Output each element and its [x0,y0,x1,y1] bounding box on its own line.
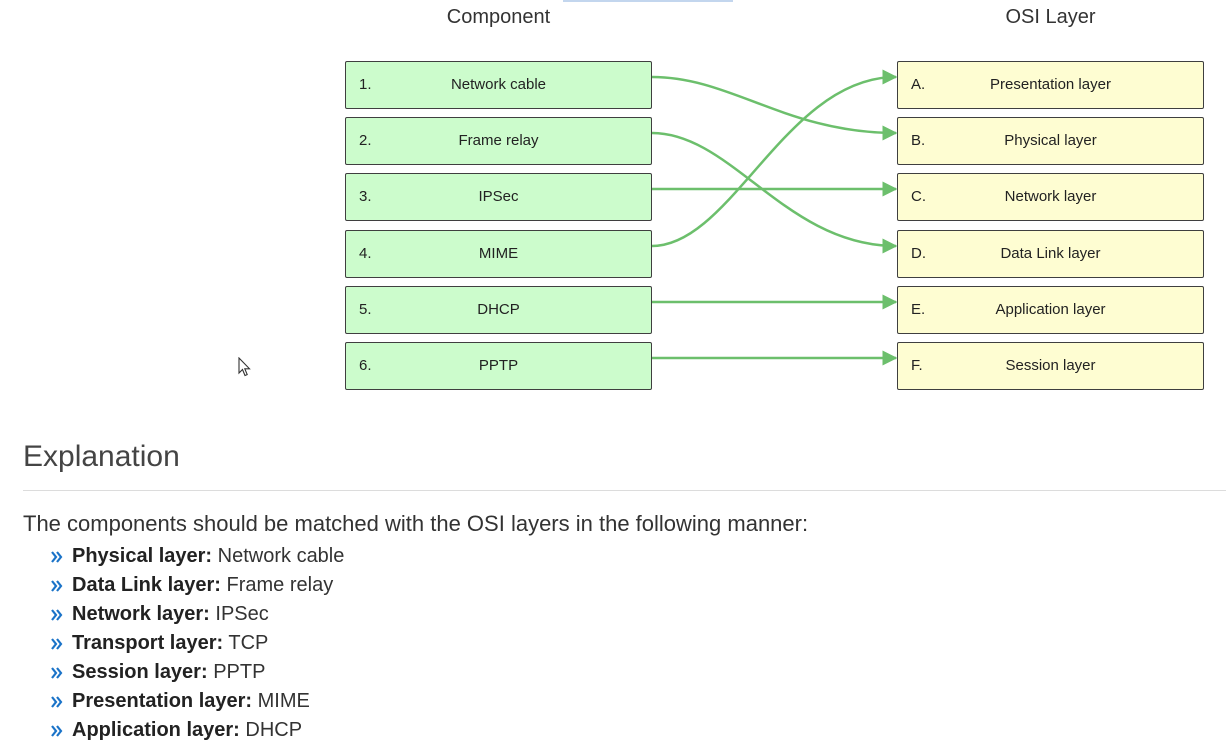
list-item: Network layer: IPSec [50,600,344,629]
list-item: Physical layer: Network cable [50,542,344,571]
list-item-term: Transport layer: [72,632,224,654]
layer-label: Physical layer [1004,132,1097,149]
connector-1-to-b [651,75,898,141]
layer-index: D. [911,245,926,262]
list-item: Transport layer: TCP [50,629,344,658]
double-chevron-icon [50,579,72,593]
component-index: 4. [359,245,372,262]
double-chevron-icon [50,666,72,680]
component-label: Frame relay [458,132,539,149]
list-item-value: DHCP [245,719,303,741]
layer-index: E. [911,301,926,318]
list-item-term: Network layer: [72,603,210,625]
component-index: 2. [359,132,372,149]
list-item-value: PPTP [213,661,266,683]
layer-box-e[interactable]: E. Application layer [897,286,1204,334]
layer-label: Presentation layer [990,76,1111,93]
layer-index: B. [911,132,926,149]
double-chevron-icon [50,724,72,738]
layer-index: F. [911,357,923,374]
component-index: 1. [359,76,372,93]
component-index: 3. [359,188,372,205]
double-chevron-icon [50,695,72,709]
list-item-term: Data Link layer: [72,574,221,596]
component-box-6[interactable]: 6. PPTP [345,342,652,390]
component-box-4[interactable]: 4. MIME [345,230,652,278]
osi-layer-column-header: OSI Layer [1005,6,1096,28]
component-label: Network cable [450,76,547,93]
double-chevron-icon [50,550,72,564]
list-item-term: Presentation layer: [72,690,253,712]
component-label: DHCP [477,301,520,318]
list-item-term: Physical layer: [72,545,213,567]
layer-label: Application layer [995,301,1106,318]
explanation-heading: Explanation [23,440,180,473]
layer-box-c[interactable]: C. Network layer [897,173,1204,221]
component-column-header: Component [446,6,551,28]
list-item: Session layer: PPTP [50,658,344,687]
list-item-value: Network cable [217,545,345,567]
double-chevron-icon [50,637,72,651]
component-box-1[interactable]: 1. Network cable [345,61,652,109]
component-label: IPSec [478,188,519,205]
component-label: PPTP [478,357,519,374]
layer-box-f[interactable]: F. Session layer [897,342,1204,390]
mouse-pointer-icon [238,357,251,377]
layer-label: Data Link layer [1000,245,1101,262]
component-index: 6. [359,357,372,374]
explanation-list: Physical layer: Network cable Data Link … [50,542,344,745]
list-item-term: Session layer: [72,661,208,683]
heading-divider [23,490,1226,491]
list-item: Presentation layer: MIME [50,687,344,716]
list-item-term: Application layer: [72,719,240,741]
layer-label: Network layer [1004,188,1097,205]
layer-box-b[interactable]: B. Physical layer [897,117,1204,165]
list-item-value: Frame relay [226,574,334,596]
list-item-value: MIME [257,690,310,712]
component-label: MIME [478,245,519,262]
layer-label: Session layer [1005,357,1096,374]
connector-2-to-d [651,131,898,254]
component-box-3[interactable]: 3. IPSec [345,173,652,221]
layer-box-d[interactable]: D. Data Link layer [897,230,1204,278]
layer-index: A. [911,76,926,93]
connector-4-to-a [651,69,898,248]
top-tab-indicator [563,0,733,2]
explanation-intro: The components should be matched with th… [23,511,809,536]
layer-box-a[interactable]: A. Presentation layer [897,61,1204,109]
component-box-5[interactable]: 5. DHCP [345,286,652,334]
list-item-value: IPSec [215,603,269,625]
component-box-2[interactable]: 2. Frame relay [345,117,652,165]
list-item: Application layer: DHCP [50,716,344,745]
layer-index: C. [911,188,926,205]
component-index: 5. [359,301,372,318]
list-item-value: TCP [228,632,269,654]
list-item: Data Link layer: Frame relay [50,571,344,600]
double-chevron-icon [50,608,72,622]
